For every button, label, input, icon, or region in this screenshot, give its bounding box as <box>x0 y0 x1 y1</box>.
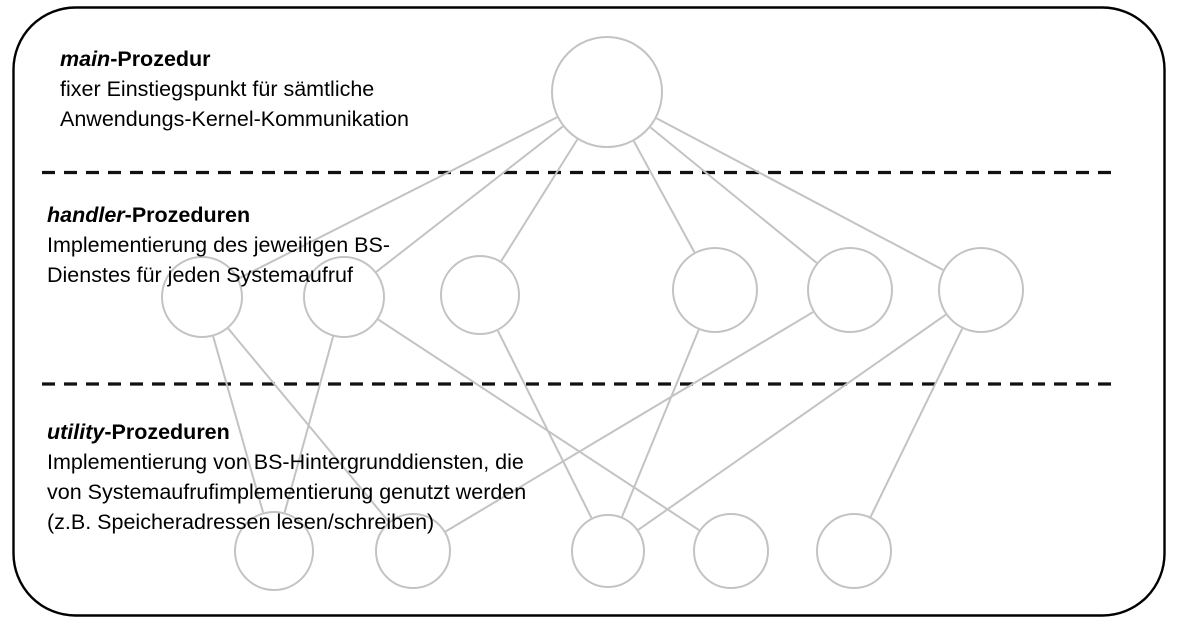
node-u4-utility-procedure <box>693 513 769 589</box>
node-h2-handler-procedure <box>303 256 385 338</box>
section-utility-prozeduren: utility-Prozeduren Implementierung von B… <box>47 417 526 537</box>
section-handler-prozeduren: handler-Prozeduren Implementierung des j… <box>47 200 390 290</box>
node-h6-handler-procedure <box>938 247 1024 333</box>
call-edge-h1-u1 <box>212 336 265 513</box>
section-main-prozedur: main-Prozedur fixer Einstiegspunkt für s… <box>60 44 409 134</box>
node-h5-handler-procedure <box>807 247 893 333</box>
handler-title-rest-part: -Prozeduren <box>124 203 251 227</box>
call-edge-main-h6 <box>656 117 944 271</box>
node-h1-handler-procedure <box>161 256 243 338</box>
call-edge-main-h2 <box>375 125 564 273</box>
call-edge-h5-u2 <box>445 311 814 533</box>
call-edge-main-h5 <box>649 126 818 264</box>
outer-border <box>12 6 1166 617</box>
node-u2-utility-procedure <box>375 513 451 589</box>
utility-section-line: Implementierung von BS-Hintergrunddienst… <box>47 450 524 474</box>
utility-title-rest-part: -Prozeduren <box>104 420 230 444</box>
node-h3-handler-procedure <box>440 255 520 335</box>
call-edge-h6-u3 <box>637 313 947 531</box>
node-main-main-procedure <box>551 36 663 148</box>
utility-section-title: utility-Prozeduren <box>47 417 526 447</box>
main-section-line: fixer Einstiegspunkt für sämtliche <box>60 77 375 101</box>
call-edge-main-h3 <box>500 138 579 262</box>
call-edge-h3-u3 <box>496 330 593 519</box>
node-h4-handler-procedure <box>672 247 758 333</box>
call-edge-h2-u1 <box>283 336 335 513</box>
handler-section-title: handler-Prozeduren <box>47 200 390 230</box>
call-edge-main-h4 <box>632 140 696 253</box>
node-u5-utility-procedure <box>816 513 892 589</box>
call-edge-h4-u3 <box>621 329 700 518</box>
call-edge-h6-u5 <box>869 328 964 518</box>
node-u1-utility-procedure <box>234 511 314 591</box>
handler-title-italic-part: handler <box>47 203 125 227</box>
main-section-title: main-Prozedur <box>60 44 409 74</box>
call-edge-main-h1 <box>238 116 558 280</box>
main-title-italic-part: main <box>60 47 111 71</box>
call-edge-h2-u4 <box>377 318 700 531</box>
main-section-line: Anwendungs-Kernel-Kommunikation <box>60 107 409 131</box>
utility-section-line: (z.B. Speicheradressen lesen/schreiben) <box>47 510 435 534</box>
utility-title-italic-part: utility <box>47 420 105 444</box>
handler-section-line: Implementierung des jeweiligen BS- <box>47 233 390 257</box>
main-title-rest-part: -Prozedur <box>110 47 211 71</box>
node-u3-utility-procedure <box>571 514 645 588</box>
utility-section-line: von Systemaufrufimplementierung genutzt … <box>47 480 527 504</box>
handler-section-line: Dienstes für jeden Systemaufruf <box>47 263 353 287</box>
